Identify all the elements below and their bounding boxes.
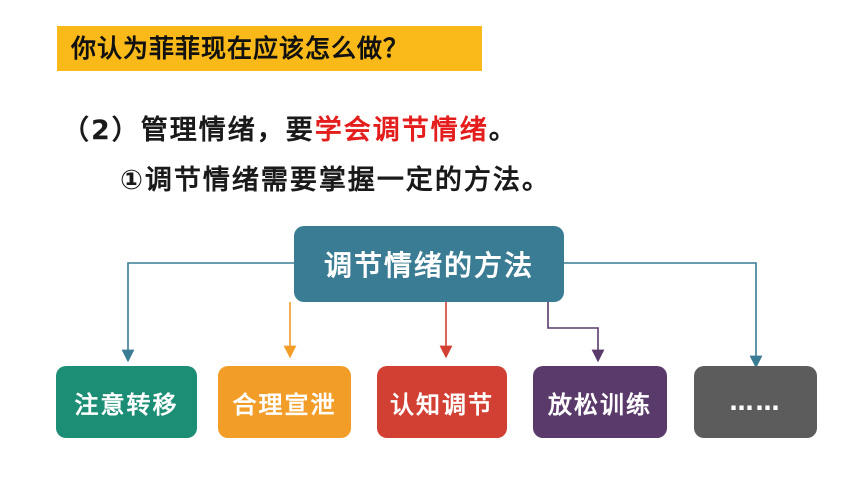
method-more: ……: [694, 366, 817, 438]
question-banner: 你认为菲菲现在应该怎么做？: [57, 26, 482, 71]
method-venting: 合理宣泄: [218, 366, 351, 438]
method-relaxation: 放松训练: [533, 366, 667, 438]
point-manage-emotions: （2）管理情绪，要学会调节情绪。: [62, 108, 518, 147]
method-attention-shift: 注意转移: [56, 366, 197, 438]
point-suffix: 。: [488, 115, 518, 146]
point-methods: ①调节情绪需要掌握一定的方法。: [120, 165, 551, 196]
connector-more: [564, 262, 763, 369]
method-cognitive: 认知调节: [377, 366, 507, 438]
point-highlight: 学会调节情绪: [314, 115, 489, 146]
point-prefix: （2）管理情绪，要: [62, 115, 315, 146]
connector-attention-shift: [121, 262, 294, 363]
center-node: 调节情绪的方法: [294, 226, 564, 302]
connector-relaxation: [547, 302, 605, 363]
